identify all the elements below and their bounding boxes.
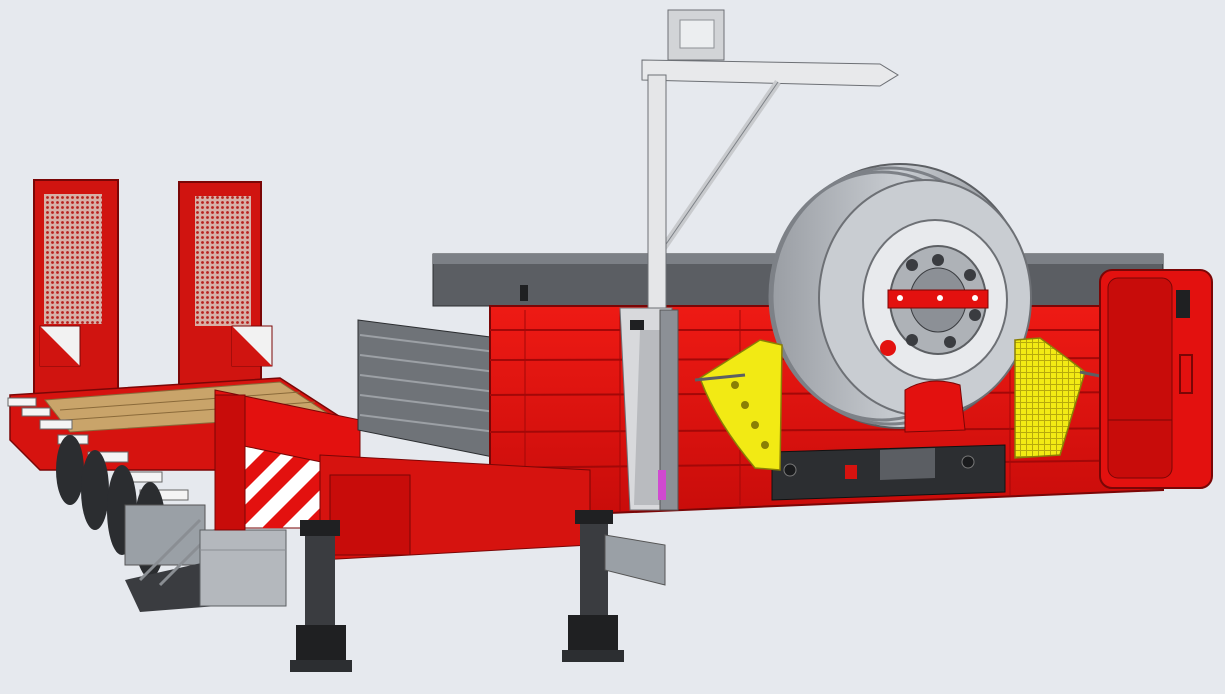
mast-clamp [630,320,644,330]
wheel-chock-icon [694,337,1111,471]
loading-ramp-icon [33,179,273,396]
support-leg-icon [290,510,666,672]
access-ladder [125,518,287,612]
rear-deck-pin [520,285,528,301]
mast-accent [658,470,666,500]
wheel-mount-plate [771,444,1006,501]
work-light-mast-icon [619,9,899,511]
fire-extinguisher-cabinet-icon [1099,269,1213,489]
spare-wheel-icon [768,163,1032,433]
